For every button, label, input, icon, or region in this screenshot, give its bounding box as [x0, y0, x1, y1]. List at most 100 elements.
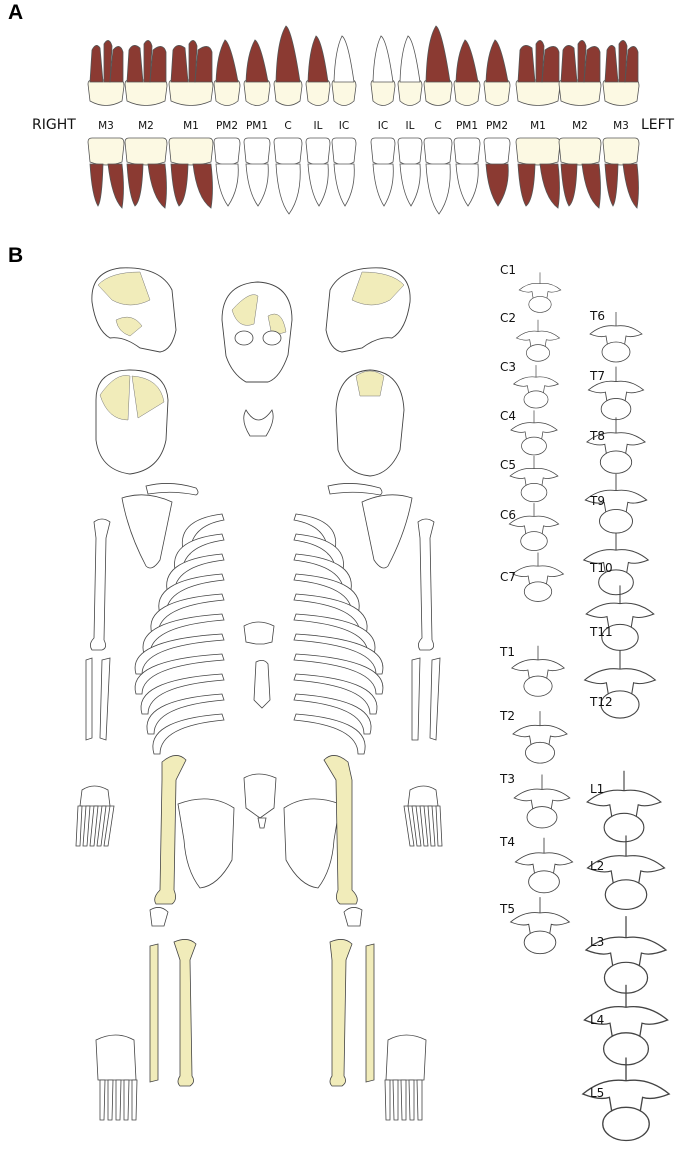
lower-root — [485, 163, 509, 207]
preserved-area — [131, 375, 165, 419]
lower-root — [170, 163, 189, 207]
radius-right — [85, 657, 93, 741]
vertebral-body — [600, 398, 632, 421]
vertebral-body — [526, 806, 558, 829]
upper-root — [170, 45, 189, 83]
vertebra-arch — [509, 912, 571, 946]
rib-left — [293, 713, 366, 755]
finger — [96, 805, 107, 847]
vertebral-body — [523, 390, 549, 409]
lower-root — [126, 163, 144, 207]
vertebra-c5 — [509, 455, 559, 503]
upper-root — [560, 45, 578, 83]
foot-left — [384, 1034, 427, 1121]
scapula-left — [361, 494, 413, 569]
upper-crown — [483, 79, 511, 106]
upper-root — [103, 40, 113, 83]
lower-root — [560, 163, 578, 207]
toe — [392, 1079, 399, 1121]
lower-crown — [87, 137, 125, 166]
finger — [435, 805, 443, 847]
upper-root — [541, 46, 560, 83]
lower-root — [517, 163, 536, 207]
rib-right — [146, 693, 225, 735]
vertebra-label: T3 — [499, 772, 515, 786]
lower-root — [622, 163, 639, 209]
finger — [89, 805, 99, 847]
manubrium — [243, 621, 275, 645]
vertebra-arch — [581, 1079, 671, 1128]
preserved-area — [355, 370, 385, 397]
finger — [427, 805, 436, 847]
vertebra-label: C3 — [500, 360, 516, 374]
upper-crown — [453, 79, 481, 106]
lower-root — [89, 163, 104, 207]
upper-root — [604, 45, 619, 83]
tooth-label: IL — [406, 120, 415, 132]
upper-root — [109, 46, 124, 83]
lower-root — [372, 163, 394, 207]
vertebra-arch — [583, 668, 657, 708]
vertebra-label: L1 — [590, 782, 604, 796]
lower-root — [245, 163, 269, 207]
lower-crown — [124, 137, 168, 166]
vertebra-arch — [518, 283, 562, 307]
vertebra-t7 — [587, 366, 645, 421]
vertebral-body — [523, 930, 557, 955]
foot-right — [95, 1034, 138, 1121]
upper-root — [126, 45, 144, 83]
tooth-label: PM1 — [246, 120, 268, 132]
vertebra-l4 — [583, 984, 669, 1066]
vertebra-t1 — [510, 645, 566, 697]
lower-root — [192, 163, 213, 209]
upper-root — [333, 35, 355, 83]
os-coxae-right — [177, 798, 235, 889]
vertebral-body — [602, 1106, 650, 1142]
upper-crown — [331, 79, 357, 106]
vertebral-body — [528, 296, 552, 313]
toe — [131, 1079, 138, 1121]
vertebra-arch — [589, 325, 643, 355]
vertebra-t10 — [582, 532, 650, 596]
vertebral-body — [521, 436, 547, 456]
vertebra-t2 — [512, 711, 568, 764]
tibia-left — [329, 939, 353, 1087]
finger — [419, 805, 429, 847]
upper-crown — [273, 79, 303, 106]
vertebra-l5 — [581, 1057, 671, 1142]
vertebra-c1 — [518, 272, 562, 313]
tooth-label: M2 — [572, 120, 588, 132]
lower-crown — [602, 137, 640, 166]
finger — [103, 805, 115, 847]
preserved-area — [231, 294, 259, 326]
vertebra-label: C6 — [500, 508, 516, 522]
vertebral-body — [520, 531, 548, 551]
panel-label-b: B — [8, 244, 24, 267]
vertebra-label: C5 — [500, 458, 516, 472]
tooth-label: PM2 — [486, 120, 508, 132]
sacrum — [243, 773, 277, 819]
vertebra-arch — [585, 602, 655, 641]
finger — [75, 805, 83, 847]
vertebra-label: L5 — [590, 1086, 604, 1100]
femur-right — [154, 755, 187, 905]
vertebra-c7 — [511, 552, 565, 602]
upper-crown — [213, 79, 241, 106]
lower-root — [215, 163, 239, 207]
vertebra-arch — [511, 565, 565, 594]
vertebra-c3 — [512, 365, 560, 409]
vertebra-label: T6 — [589, 309, 605, 323]
upper-root — [194, 46, 213, 83]
lower-crown — [168, 137, 214, 166]
vertebra-arch — [515, 330, 561, 355]
vertebra-arch — [583, 1006, 669, 1053]
upper-root — [535, 40, 545, 83]
carpals — [407, 785, 439, 807]
lower-root — [581, 163, 601, 209]
vertebra-label: T10 — [589, 561, 613, 575]
toe — [115, 1079, 122, 1121]
toe — [123, 1079, 130, 1121]
